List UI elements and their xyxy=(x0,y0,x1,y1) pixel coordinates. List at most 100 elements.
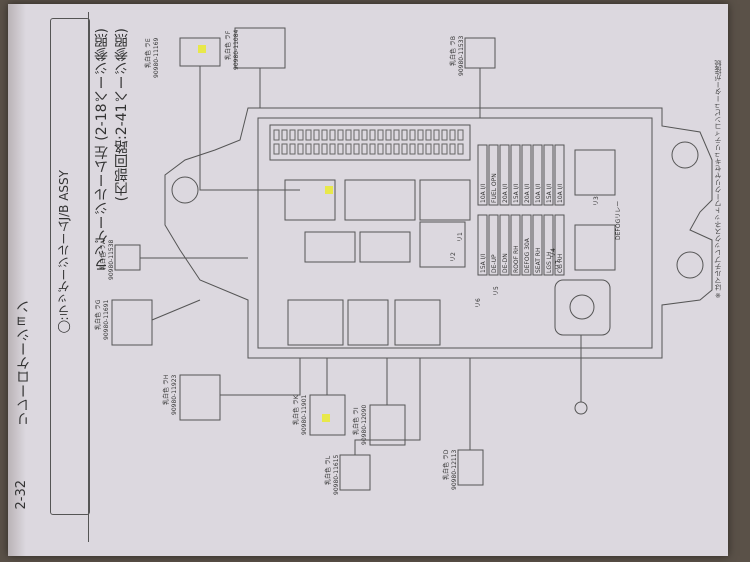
header-divider xyxy=(88,12,89,542)
connector-L xyxy=(339,454,371,491)
strip-pin xyxy=(369,143,376,155)
round-connector-housing xyxy=(554,279,611,336)
relay-label: リ6 xyxy=(475,298,482,308)
relay-label: リ7 xyxy=(555,260,562,270)
connector-part-number: 90980-11533 xyxy=(458,35,465,76)
relay-block-4 xyxy=(304,231,356,263)
connector-H xyxy=(179,374,221,421)
strip-pin xyxy=(425,129,432,141)
strip-pin xyxy=(449,129,456,141)
fuse-label: LGS LH xyxy=(546,251,553,273)
strip-pin xyxy=(393,143,400,155)
fuse-cluster xyxy=(419,221,466,268)
connector-part-number: 90980-12113 xyxy=(451,449,458,490)
fuse-slot xyxy=(510,144,521,206)
strip-pin xyxy=(449,143,456,155)
connector-I xyxy=(369,404,406,446)
fuse-label: DE-DN xyxy=(502,253,509,273)
strip-pin xyxy=(433,129,440,141)
round-connector xyxy=(569,294,595,320)
fuse-label: 15A I/I xyxy=(513,184,520,203)
relay-block-1 xyxy=(284,179,336,221)
strip-pin xyxy=(393,129,400,141)
strip-pin xyxy=(273,143,280,155)
strip-pin xyxy=(353,143,360,155)
strip-pin xyxy=(433,143,440,155)
junction-block-outline xyxy=(164,107,713,359)
strip-pin xyxy=(313,129,320,141)
strip-pin xyxy=(337,143,344,155)
fuse-slot xyxy=(543,214,554,276)
strip-pin xyxy=(361,129,368,141)
relay-label: リ2 xyxy=(450,252,457,262)
connector-label: 乳白色 ラF xyxy=(224,30,232,60)
relay-label: リ1 xyxy=(457,232,464,242)
strip-pin xyxy=(305,143,312,155)
connector-part-number: 90980-11538 xyxy=(108,239,115,280)
fuse-label: DE-UP xyxy=(491,254,498,273)
highlight-pin-3 xyxy=(322,414,330,422)
relay-label: リ3 xyxy=(593,196,600,206)
connector-label: 乳白色 ラE xyxy=(144,38,152,68)
fuse-slot xyxy=(532,214,543,276)
mount-hole-left xyxy=(171,176,199,204)
fuse-slot xyxy=(488,144,499,206)
strip-pin xyxy=(329,129,336,141)
strip-pin xyxy=(401,143,408,155)
strip-pin xyxy=(321,129,328,141)
relay-label: リ4 xyxy=(550,248,557,258)
connector-label: 乳白色 ラL xyxy=(324,455,332,485)
fuse-slot xyxy=(499,214,510,276)
connector-part-number: 90980-11615 xyxy=(333,454,340,495)
connector-label: 乳白色 ラK xyxy=(292,394,300,425)
strip-pin xyxy=(457,129,464,141)
fuse-slot xyxy=(499,144,510,206)
fuse-slot xyxy=(543,144,554,206)
strip-pin xyxy=(289,129,296,141)
fuse-label: 10A I/I xyxy=(557,184,564,203)
connector-part-number: 90980-12090 xyxy=(361,404,368,445)
mount-hole-bottom xyxy=(676,251,704,279)
connector-G xyxy=(111,299,153,346)
junction-block-inner xyxy=(257,117,653,349)
connector-label: 乳白色 ラA xyxy=(99,239,107,270)
fuse-slot xyxy=(521,214,532,276)
strip-pin xyxy=(417,143,424,155)
strip-pin xyxy=(385,129,392,141)
fuse-slot xyxy=(510,214,521,276)
leader-H xyxy=(220,358,301,396)
strip-pin xyxy=(345,129,352,141)
fuse-label: 20A I/I xyxy=(524,184,531,203)
main-connector-strip xyxy=(269,124,471,161)
connector-A xyxy=(114,244,141,271)
fuse-label: DEFOG 30A xyxy=(524,237,531,273)
strip-pin xyxy=(425,143,432,155)
fuse-label: 15A I/I xyxy=(480,254,487,273)
relay-block-5 xyxy=(359,231,411,263)
fuse-slot xyxy=(477,144,488,206)
strip-pin xyxy=(409,143,416,155)
strip-pin xyxy=(297,143,304,155)
relay-label: リ5 xyxy=(493,286,500,296)
strip-pin xyxy=(337,129,344,141)
strip-pin xyxy=(353,129,360,141)
connector-part-number: 90980-11901 xyxy=(301,394,308,435)
strip-pin xyxy=(409,129,416,141)
strip-pin xyxy=(321,143,328,155)
connector-B xyxy=(464,37,496,69)
strip-pin xyxy=(377,129,384,141)
fuse-slot xyxy=(532,144,543,206)
relay-block-2 xyxy=(344,179,416,221)
strip-pin xyxy=(377,143,384,155)
fuse-label: 10A I/I xyxy=(535,184,542,203)
connector-socket-left xyxy=(287,299,344,346)
highlight-pin-1 xyxy=(198,45,206,53)
binding-shadow xyxy=(8,4,26,556)
fuse-label: FUEL OPN xyxy=(491,173,498,203)
connector-label: 乳白色 ラD xyxy=(442,449,450,480)
strip-pin xyxy=(289,143,296,155)
connector-part-number: 90980-11084 xyxy=(233,29,240,70)
strip-pin xyxy=(441,129,448,141)
connector-socket-right xyxy=(394,299,441,346)
strip-pin xyxy=(457,143,464,155)
